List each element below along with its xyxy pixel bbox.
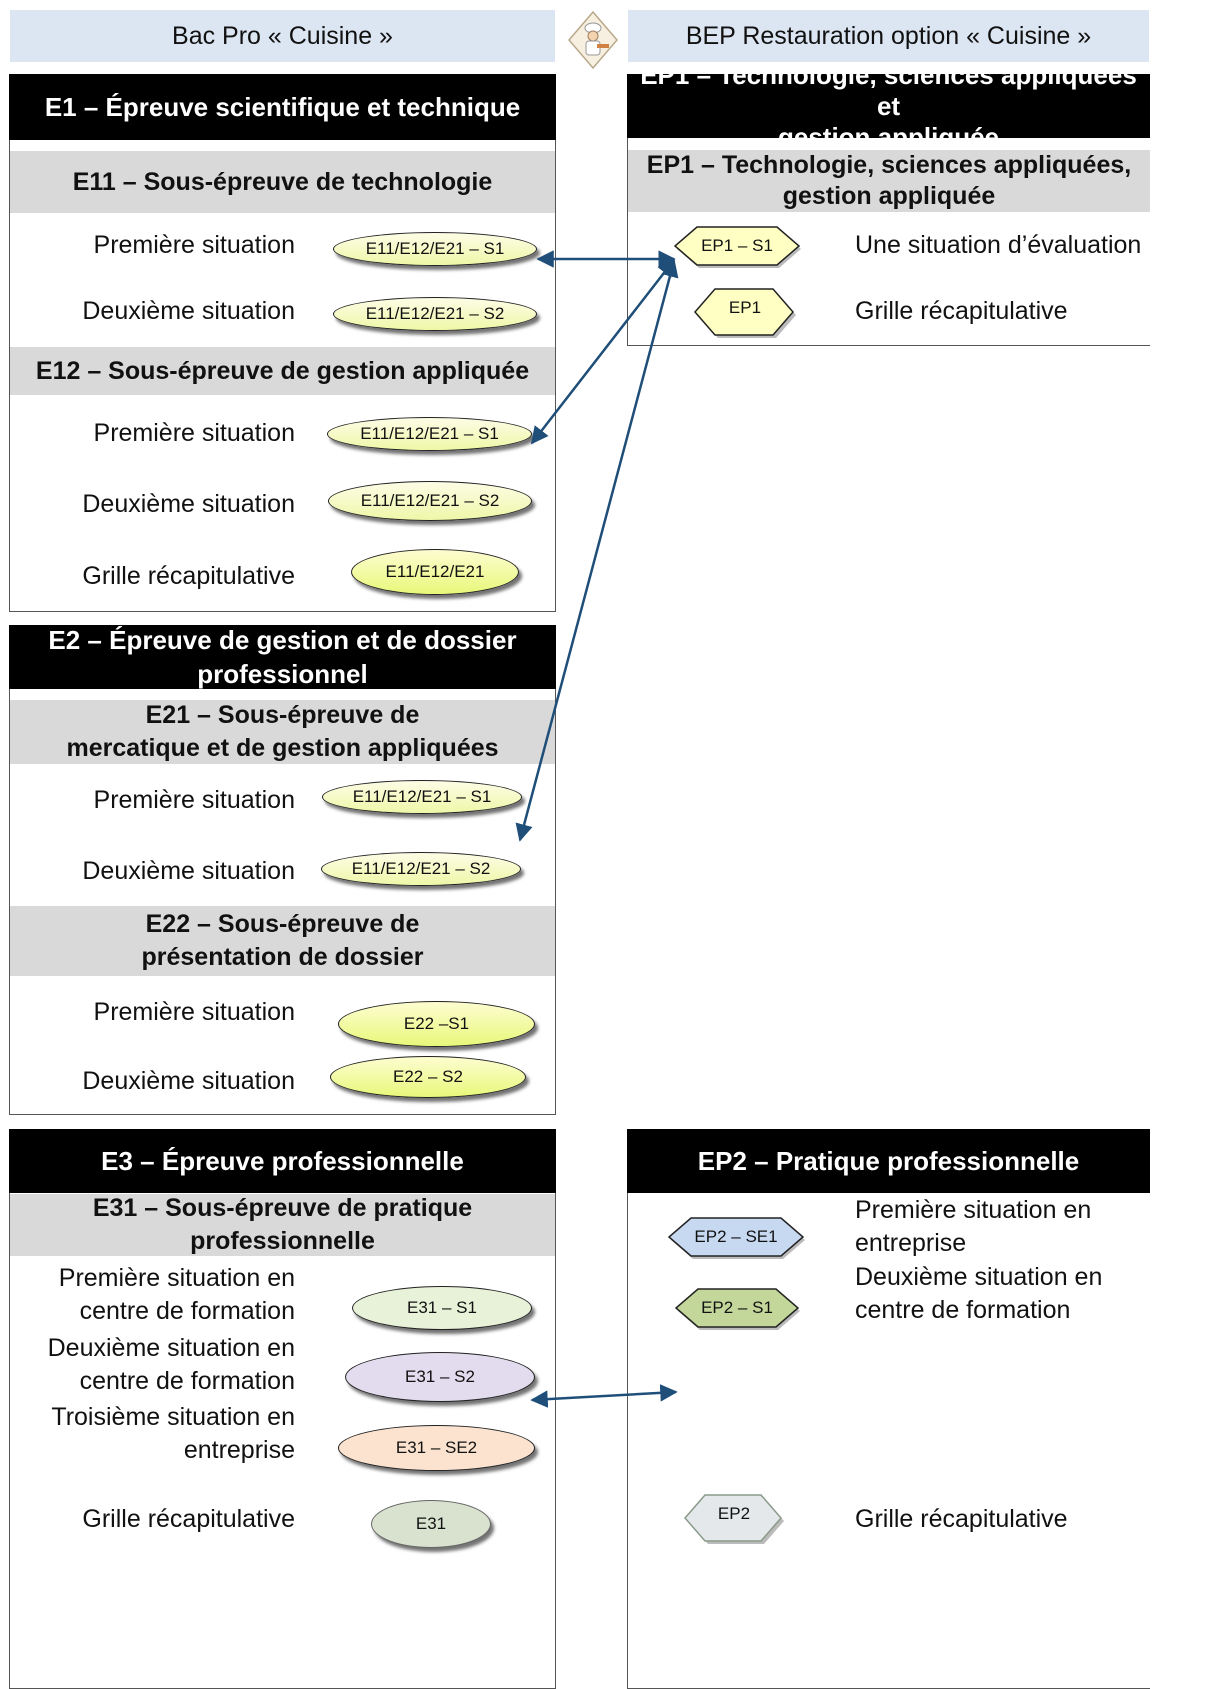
e11-s1-code: E11/E12/E21 – S1 <box>365 239 505 258</box>
e31-grille-code: E31 <box>415 1514 447 1533</box>
e21-s1-oval[interactable]: E11/E12/E21 – S1 <box>322 780 522 814</box>
e21-title-bar: E21 – Sous-épreuve de mercatique et de g… <box>10 700 555 764</box>
ep1-grille-code: EP1 <box>728 298 762 317</box>
bac-pro-header: Bac Pro « Cuisine » <box>10 10 555 62</box>
e31-row2-label: Deuxième situation en centre de formatio… <box>20 1332 295 1398</box>
ep1-row2-label: Grille récapitulative <box>855 297 1068 325</box>
e21-row2-label: Deuxième situation <box>82 857 295 885</box>
ep1-sub-bar: EP1 – Technologie, sciences appliquées, … <box>628 150 1150 212</box>
ep2-title: EP2 – Pratique professionnelle <box>697 1146 1080 1176</box>
ep2-title-bar: EP2 – Pratique professionnelle <box>627 1129 1150 1193</box>
e22-s2-oval[interactable]: E22 – S2 <box>330 1056 526 1098</box>
e12-row2-label: Deuxième situation <box>82 490 295 518</box>
ep1-s1-hexagon[interactable]: EP1 – S1 <box>673 225 801 268</box>
ep2-grille-hexagon[interactable]: EP2 <box>683 1493 785 1544</box>
e1-title-bar: E1 – Épreuve scientifique et technique <box>9 74 556 140</box>
e22-s1-code: E22 –S1 <box>403 1014 470 1033</box>
e12-grille-oval[interactable]: E11/E12/E21 <box>351 549 519 595</box>
e12-title: E12 – Sous-épreuve de gestion appliquée <box>35 356 530 385</box>
e11-row2-label: Deuxième situation <box>82 297 295 325</box>
e22-row1-label: Première situation <box>93 998 295 1026</box>
e12-s2-oval[interactable]: E11/E12/E21 – S2 <box>328 481 532 521</box>
e21-row1-label: Première situation <box>93 786 295 814</box>
ep1-row1-label: Une situation d’évaluation <box>855 231 1142 259</box>
e31-s1-code: E31 – S1 <box>407 1298 477 1317</box>
e11-s1-oval[interactable]: E11/E12/E21 – S1 <box>333 232 537 266</box>
ep2-row2-line2: centre de formation <box>855 1296 1071 1324</box>
ep1-s1-code: EP1 – S1 <box>701 236 773 255</box>
bep-header: BEP Restauration option « Cuisine » <box>628 10 1149 62</box>
bac-pro-title: Bac Pro « Cuisine » <box>172 21 393 50</box>
e31-row3-label: Troisième situation en entreprise <box>20 1401 295 1467</box>
e31-row1-line1: Première situation en <box>58 1264 295 1292</box>
e31-grille-label: Grille récapitulative <box>82 1505 295 1533</box>
e12-row1-label: Première situation <box>93 419 295 447</box>
e21-s2-code: E11/E12/E21 – S2 <box>351 859 491 878</box>
e11-s2-code: E11/E12/E21 – S2 <box>365 304 505 323</box>
ep1-title-bar: EP1 – Technologie, sciences appliquées e… <box>627 60 1150 152</box>
ep2-s1-code: EP2 – S1 <box>701 1298 773 1317</box>
e31-se2-code: E31 – SE2 <box>395 1438 478 1457</box>
chef-icon <box>567 10 619 70</box>
e12-grille-code: E11/E12/E21 <box>385 562 485 581</box>
e12-s2-code: E11/E12/E21 – S2 <box>360 491 500 510</box>
e12-title-bar: E12 – Sous-épreuve de gestion appliquée <box>10 347 555 395</box>
e2-title-bar: E2 – Épreuve de gestion et de dossier pr… <box>9 625 556 689</box>
ep1-title-line2: gestion appliquée <box>777 121 1000 152</box>
e31-row3-line2: entreprise <box>183 1436 295 1464</box>
e31-row2-line2: centre de formation <box>79 1367 295 1395</box>
e21-title-line1: E21 – Sous-épreuve de <box>145 701 420 729</box>
e22-title-line2: présentation de dossier <box>141 943 424 971</box>
ep2-grille-code: EP2 <box>717 1504 751 1523</box>
ep2-se1-code: EP2 – SE1 <box>694 1227 778 1246</box>
e22-row2-label: Deuxième situation <box>82 1067 295 1095</box>
e21-s1-code: E11/E12/E21 – S1 <box>352 787 492 806</box>
e11-row1-label: Première situation <box>93 231 295 259</box>
e21-s2-oval[interactable]: E11/E12/E21 – S2 <box>321 852 521 886</box>
e31-s1-oval[interactable]: E31 – S1 <box>352 1286 532 1330</box>
e3-title: E3 – Épreuve professionnelle <box>101 1146 464 1176</box>
ep2-grille-label: Grille récapitulative <box>855 1505 1068 1533</box>
e22-title-line1: E22 – Sous-épreuve de <box>145 910 420 938</box>
e31-s2-oval[interactable]: E31 – S2 <box>345 1352 535 1402</box>
e31-se2-oval[interactable]: E31 – SE2 <box>338 1425 535 1471</box>
e2-title-line1: E2 – Épreuve de gestion et de dossier <box>48 625 517 655</box>
e22-s1-oval[interactable]: E22 –S1 <box>338 1001 535 1047</box>
bep-title: BEP Restauration option « Cuisine » <box>685 21 1092 50</box>
e31-s2-code: E31 – S2 <box>405 1367 475 1386</box>
e31-title: E31 – Sous-épreuve de pratique professio… <box>92 1194 473 1255</box>
e22-s2-code: E22 – S2 <box>393 1067 463 1086</box>
e2-title-line2: professionnel <box>197 659 368 689</box>
e12-s1-oval[interactable]: E11/E12/E21 – S1 <box>327 417 532 451</box>
e31-row1-label: Première situation en centre de formatio… <box>20 1262 295 1328</box>
ep1-grille-hexagon[interactable]: EP1 <box>693 287 797 338</box>
e31-row2-line1: Deuxième situation en <box>47 1334 295 1362</box>
e11-title: E11 – Sous-épreuve de technologie <box>72 167 493 196</box>
e3-title-bar: E3 – Épreuve professionnelle <box>9 1129 556 1193</box>
e11-s2-oval[interactable]: E11/E12/E21 – S2 <box>333 297 537 331</box>
e12-s1-code: E11/E12/E21 – S1 <box>360 424 499 443</box>
ep1-sub-line1: EP1 – Technologie, sciences appliquées, <box>646 151 1132 179</box>
ep2-row2-label: Deuxième situation en centre de formatio… <box>855 1261 1145 1327</box>
ep2-row1-line1: Première situation en <box>855 1196 1092 1224</box>
e1-title: E1 – Épreuve scientifique et technique <box>44 92 521 122</box>
e22-title-bar: E22 – Sous-épreuve de présentation de do… <box>10 906 555 976</box>
ep2-row2-line1: Deuxième situation en <box>855 1263 1103 1291</box>
e11-title-bar: E11 – Sous-épreuve de technologie <box>10 151 555 213</box>
ep1-title-line1: EP1 – Technologie, sciences appliquées e… <box>640 59 1137 121</box>
e21-title-line2: mercatique et de gestion appliquées <box>66 734 499 762</box>
ep2-se1-hexagon[interactable]: EP2 – SE1 <box>667 1216 805 1259</box>
ep2-row1-label: Première situation en entreprise <box>855 1194 1145 1260</box>
e12-row3-label: Grille récapitulative <box>82 562 295 590</box>
e31-title-bar: E31 – Sous-épreuve de pratique professio… <box>10 1194 555 1256</box>
e31-row3-line1: Troisième situation en <box>51 1403 295 1431</box>
ep1-sub-line2: gestion appliquée <box>782 182 996 210</box>
ep2-row1-line2: entreprise <box>855 1229 967 1257</box>
e31-grille-oval[interactable]: E31 <box>371 1500 491 1548</box>
e31-row1-line2: centre de formation <box>79 1297 295 1325</box>
ep2-s1-hexagon[interactable]: EP2 – S1 <box>674 1287 800 1330</box>
